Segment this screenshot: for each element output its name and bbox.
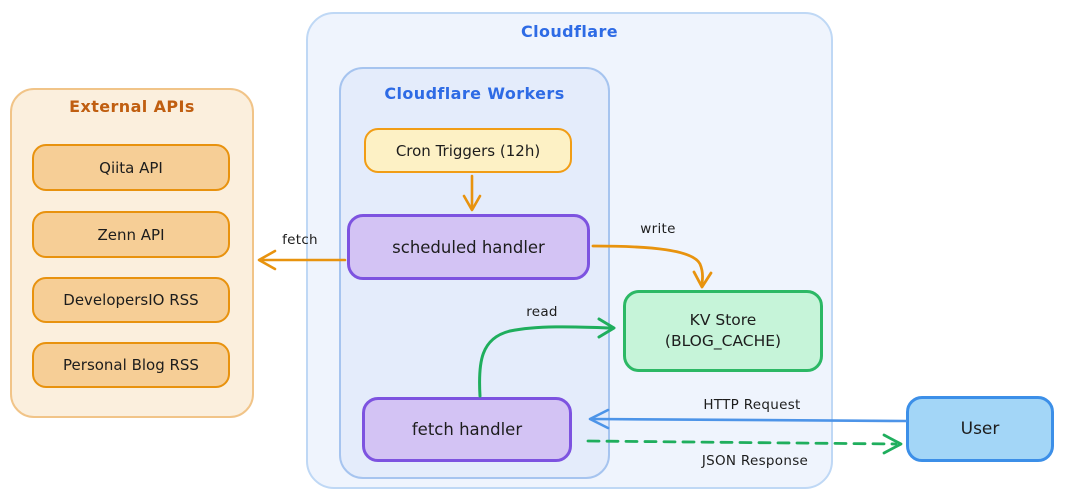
node-zenn-api: Zenn API [32, 211, 230, 258]
node-scheduled-handler: scheduled handler [347, 214, 590, 280]
node-personal-blog-rss: Personal Blog RSS [32, 342, 230, 388]
kv-store-line1: KV Store [689, 311, 757, 330]
external-apis-title: External APIs [69, 97, 195, 116]
node-qiita-api: Qiita API [32, 144, 230, 191]
http-request-label: HTTP Request [703, 397, 801, 413]
cloudflare-workers-title: Cloudflare Workers [384, 84, 565, 103]
node-fetch-handler: fetch handler [362, 397, 572, 462]
node-user: User [906, 396, 1054, 462]
node-developersio-rss: DevelopersIO RSS [32, 277, 230, 323]
node-cron-triggers: Cron Triggers (12h) [364, 128, 572, 173]
cloudflare-title: Cloudflare [520, 22, 619, 41]
write-label: write [640, 221, 676, 237]
node-kv-store: KV Store (BLOG_CACHE) [623, 290, 823, 372]
kv-store-line2: (BLOG_CACHE) [664, 332, 782, 350]
fetch-label: fetch [282, 232, 318, 248]
read-label: read [526, 304, 558, 320]
json-response-label: JSON Response [701, 453, 809, 469]
